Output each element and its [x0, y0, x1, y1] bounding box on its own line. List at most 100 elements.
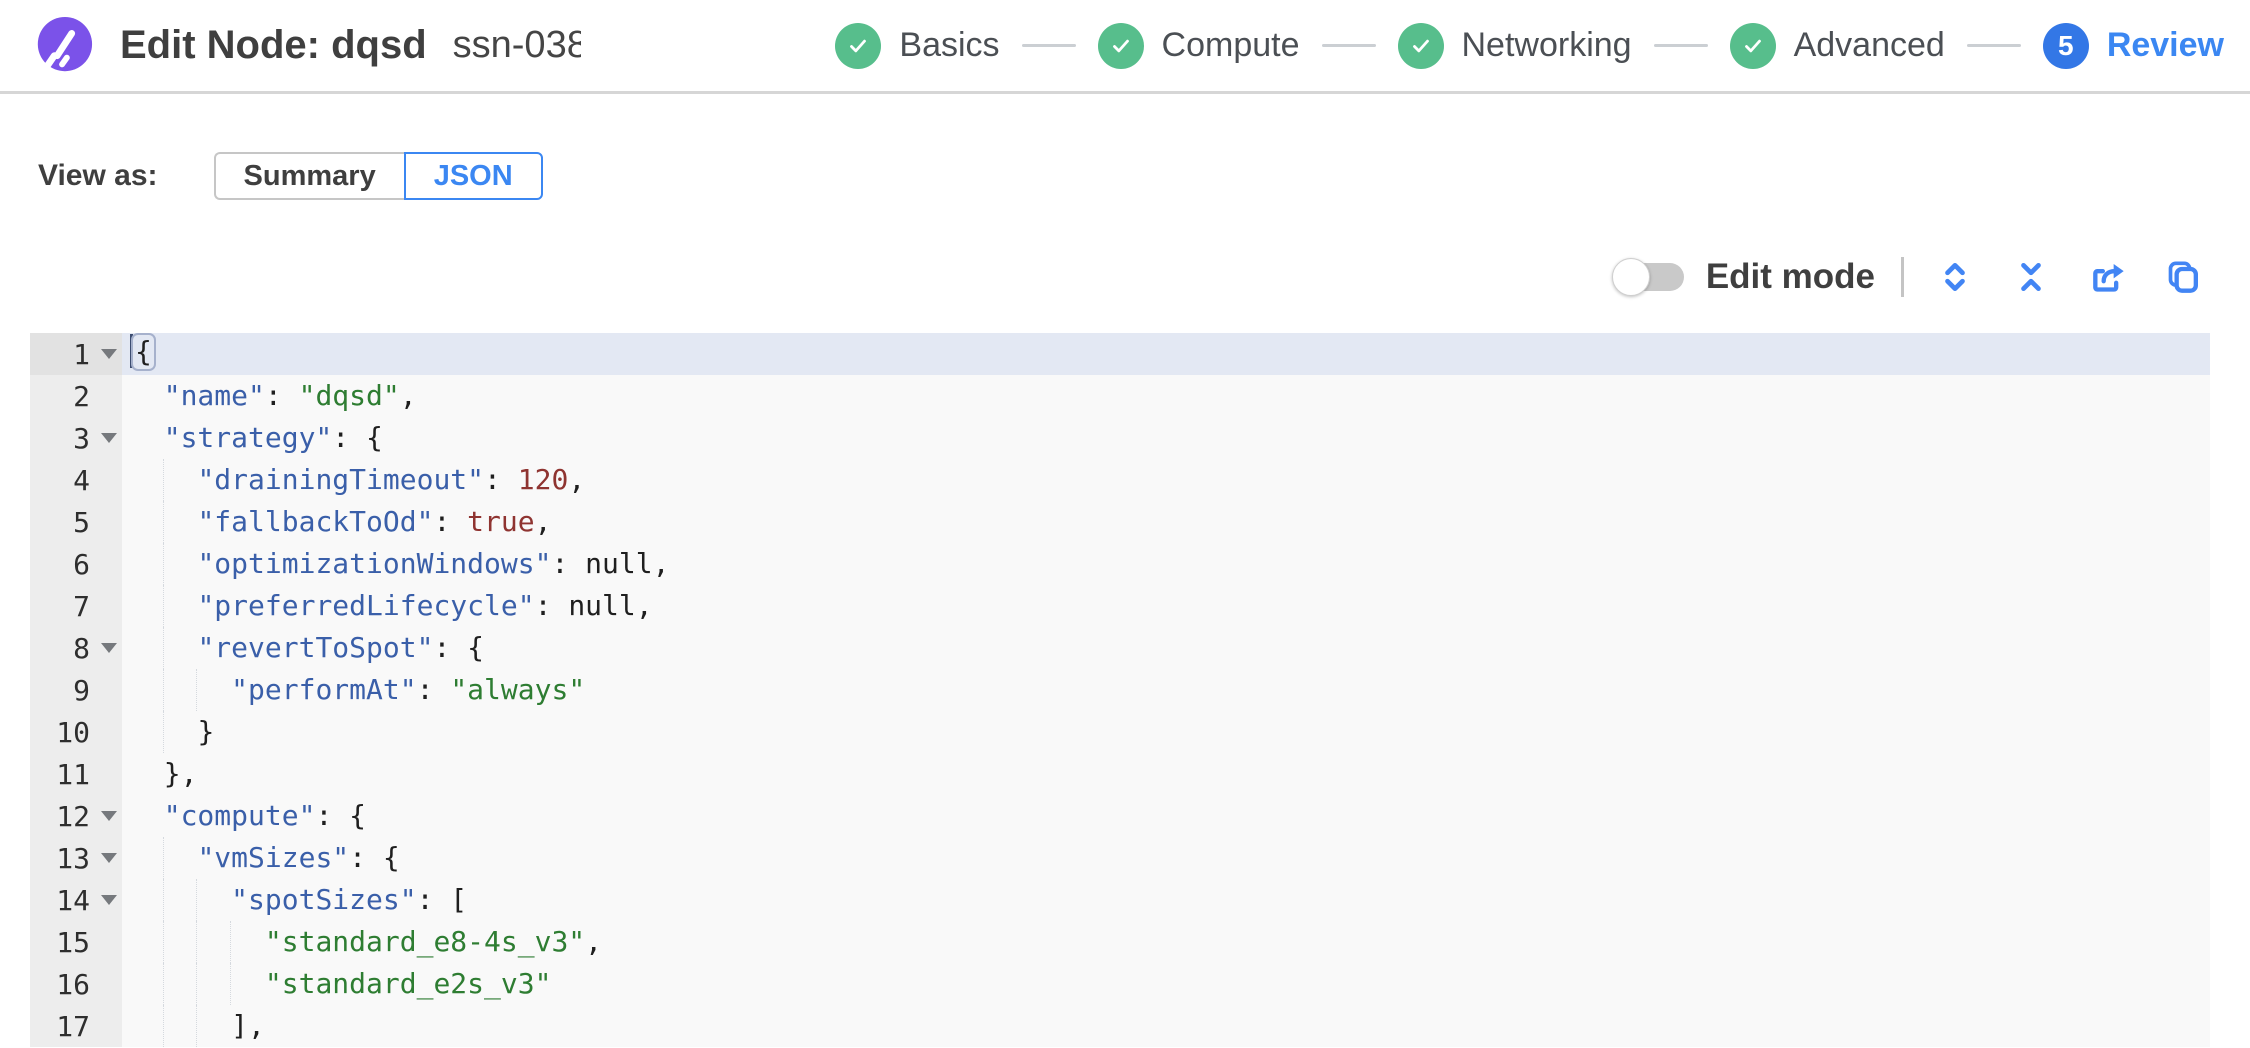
token-p: },: [163, 757, 198, 790]
token-z: null: [568, 589, 636, 622]
fold-toggle[interactable]: [96, 627, 122, 669]
code-line: 11 },: [30, 753, 2210, 795]
step-basics[interactable]: Basics: [835, 22, 1000, 69]
line-number: 3: [73, 421, 90, 455]
line-number: 15: [56, 925, 90, 959]
step-connector: [1966, 44, 2021, 47]
gutter-cell: 17: [30, 1005, 122, 1047]
code-content[interactable]: {: [122, 333, 2210, 375]
copy-icon[interactable]: [2162, 256, 2204, 298]
indent-guide: [162, 1005, 198, 1047]
fold-toggle[interactable]: [96, 333, 122, 375]
token-p: ],: [231, 1009, 265, 1042]
toolbar-icons: [1934, 256, 2204, 298]
token-p: : {: [349, 841, 400, 874]
gutter-cell: 11: [30, 753, 122, 795]
step-compute[interactable]: Compute: [1097, 22, 1300, 69]
token-p: :: [433, 505, 468, 538]
gutter-cell: 10: [30, 711, 122, 753]
code-content[interactable]: }: [122, 711, 2210, 753]
export-icon[interactable]: [2086, 256, 2128, 298]
token-p: ,: [534, 505, 552, 538]
token-b: true: [467, 505, 535, 538]
code-content[interactable]: "revertToSpot": {: [122, 627, 2210, 669]
indent: [130, 669, 164, 711]
code-content[interactable]: "standard_e8-4s_v3",: [122, 921, 2210, 963]
fold-toggle: [96, 585, 122, 627]
step-label: Review: [2106, 26, 2224, 64]
token-p: ,: [635, 589, 653, 622]
indent: [130, 585, 164, 627]
check-icon: [1744, 39, 1761, 52]
fold-toggle[interactable]: [96, 417, 122, 459]
code-content[interactable]: "name": "dqsd",: [122, 375, 2210, 417]
step-label: Networking: [1461, 26, 1632, 64]
code-content[interactable]: "preferredLifecycle": null,: [122, 585, 2210, 627]
line-number: 9: [73, 673, 90, 707]
indent: [130, 921, 164, 963]
fold-toggle: [96, 1005, 122, 1047]
view-as-label: View as:: [38, 159, 158, 192]
code-line: 9 "performAt": "always": [30, 669, 2210, 711]
code-content[interactable]: ],: [122, 1005, 2210, 1047]
code-content[interactable]: "drainingTimeout": 120,: [122, 459, 2210, 501]
fold-toggle[interactable]: [96, 795, 122, 837]
code-content[interactable]: "strategy": {: [122, 417, 2210, 459]
line-number: 5: [73, 505, 90, 539]
step-advanced[interactable]: Advanced: [1729, 22, 1945, 69]
code-content[interactable]: "optimizationWindows": null,: [122, 543, 2210, 585]
code-content[interactable]: },: [122, 753, 2210, 795]
token-k: "fallbackToOd": [197, 505, 434, 538]
indent-guide: [196, 921, 231, 963]
fold-toggle: [96, 459, 122, 501]
json-editor[interactable]: 1{2 "name": "dqsd",3 "strategy": {4 "dra…: [30, 333, 2210, 1047]
collapse-all-icon[interactable]: [2010, 256, 2052, 298]
indent: [130, 795, 164, 837]
fold-toggle: [96, 375, 122, 417]
line-number: 13: [56, 841, 90, 875]
step-networking[interactable]: Networking: [1397, 22, 1632, 69]
expand-all-icon[interactable]: [1934, 256, 1976, 298]
indent: [130, 459, 164, 501]
code-content[interactable]: "compute": {: [122, 795, 2210, 837]
token-p: ,: [652, 547, 670, 580]
line-number: 17: [56, 1009, 90, 1043]
step-label: Advanced: [1793, 26, 1945, 64]
step-connector: [1321, 44, 1376, 47]
edit-mode-toggle[interactable]: [1611, 258, 1684, 296]
step-check-circle: [835, 22, 882, 69]
code-line: 13 "vmSizes": {: [30, 837, 2210, 879]
code-content[interactable]: "spotSizes": [: [122, 879, 2210, 921]
line-number: 6: [73, 547, 90, 581]
fold-toggle[interactable]: [96, 837, 122, 879]
fold-toggle[interactable]: [96, 879, 122, 921]
indent: [130, 963, 164, 1005]
code-line: 17 ],: [30, 1005, 2210, 1047]
gutter-cell: 3: [30, 417, 122, 459]
code-line: 15 "standard_e8-4s_v3",: [30, 921, 2210, 963]
code-content[interactable]: "standard_e2s_v3": [122, 963, 2210, 1005]
token-k: "optimizationWindows": [197, 547, 552, 580]
code-content[interactable]: "vmSizes": {: [122, 837, 2210, 879]
indent: [130, 543, 164, 585]
token-p: }: [197, 715, 215, 748]
token-p: ,: [399, 379, 417, 412]
line-number: 8: [73, 631, 90, 665]
token-k: "compute": [163, 799, 316, 832]
line-number: 16: [56, 967, 90, 1001]
code-line: 14 "spotSizes": [: [30, 879, 2210, 921]
page-title: Edit Node: dqsd: [120, 23, 427, 67]
code-line: 12 "compute": {: [30, 795, 2210, 837]
code-line: 4 "drainingTimeout": 120,: [30, 459, 2210, 501]
code-content[interactable]: "fallbackToOd": true,: [122, 501, 2210, 543]
gutter-cell: 14: [30, 879, 122, 921]
indent-guide: [162, 501, 198, 543]
view-as-summary-button[interactable]: Summary: [213, 152, 404, 200]
fold-toggle: [96, 501, 122, 543]
code-content[interactable]: "performAt": "always": [122, 669, 2210, 711]
gutter-cell: 4: [30, 459, 122, 501]
view-as-json-button[interactable]: JSON: [403, 152, 543, 200]
token-k: "drainingTimeout": [197, 463, 485, 496]
